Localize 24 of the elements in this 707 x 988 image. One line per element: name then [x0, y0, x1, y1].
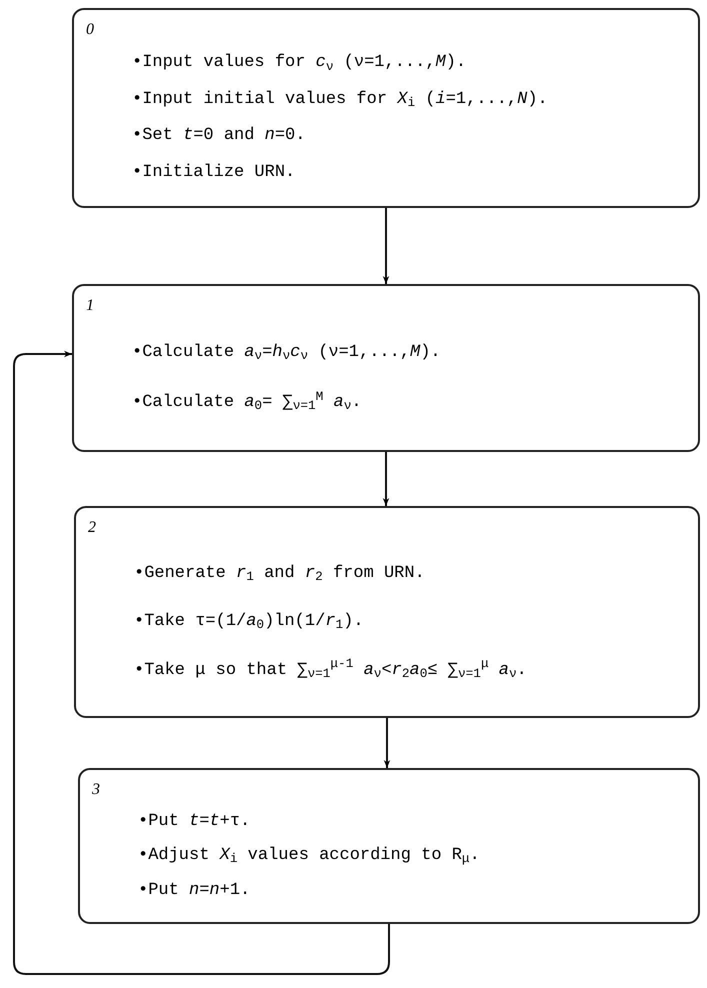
- process-box: [78, 768, 700, 924]
- process-box: [72, 8, 700, 208]
- arrow: [384, 718, 390, 768]
- step-text: •Take τ=(1/a$_{0}$)ln(1/r$_{1}$).: [134, 611, 364, 633]
- step-number: 3: [92, 780, 100, 800]
- arrow: [382, 452, 390, 506]
- step-number: 0: [86, 20, 94, 40]
- step-text: •Set t=0 and n=0.: [132, 125, 306, 148]
- step-text: •Put t=t+τ.: [138, 810, 250, 832]
- step-text: •Take μ so that ∑$_{ν=1}$$^{μ-1}$ a$_{ν}$<r$_{2}$a$_{0}$≤ ∑$_{ν=1}$$^{μ}$ a$_{ν}$.: [134, 660, 527, 682]
- process-box: [74, 506, 700, 718]
- step-text: •Generate r$_{1}$ and r$_{2}$ from URN.: [134, 562, 425, 584]
- step-text: •Adjust X$_{i}$ values according to R$_{μ}$.: [138, 845, 480, 867]
- step-number: 2: [88, 518, 96, 538]
- step-number: 1: [86, 296, 94, 316]
- step-text: •Calculate a$_{ν}$=h$_{ν}$c$_{ν}$ (ν=1,...,M).: [132, 342, 441, 364]
- step-text: •Initialize URN.: [132, 162, 296, 184]
- step-text: •Put n=n+1.: [138, 880, 250, 902]
- step-text: •Input values for c$_{ν}$ (ν=1,...,M).: [132, 52, 466, 74]
- process-box: [72, 284, 700, 452]
- step-text: •Calculate a$_{0}$= ∑$_{ν=1}$$^{M}$ a$_{ν}$.: [132, 392, 362, 414]
- arrow: [13, 350, 390, 975]
- step-text: •Input initial values for X$_{i}$ (i=1,...,N).: [132, 88, 548, 111]
- arrow: [382, 208, 390, 284]
